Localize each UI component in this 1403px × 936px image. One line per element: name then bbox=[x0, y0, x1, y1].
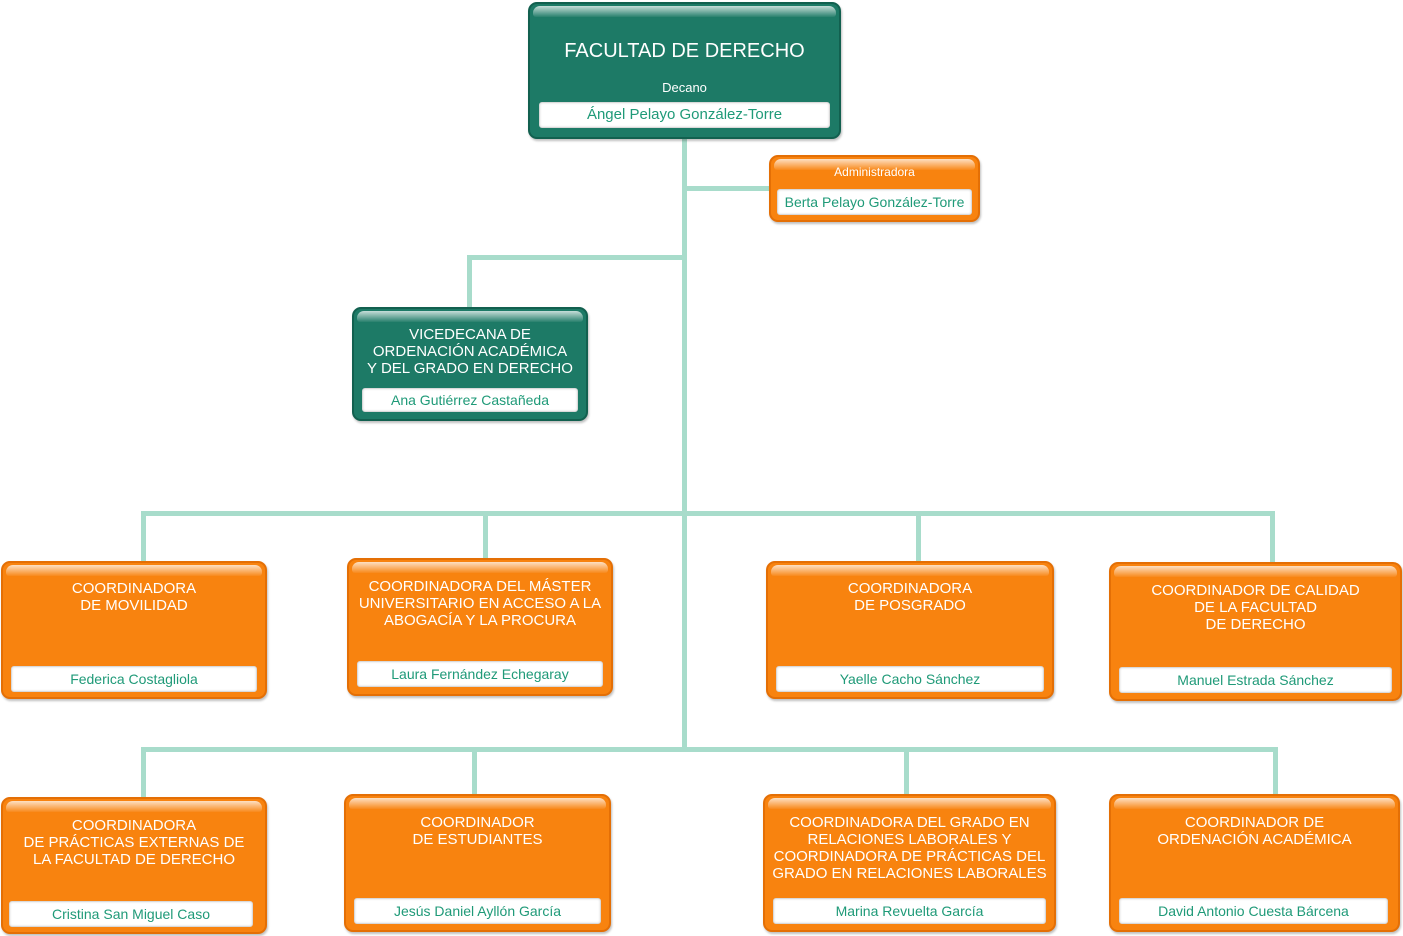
coordinator-name: Laura Fernández Echegaray bbox=[357, 661, 603, 687]
coordinator-title: COORDINADORA DEL MÁSTER UNIVERSITARIO EN… bbox=[358, 578, 602, 629]
dean-box: FACULTAD DE DERECHO Decano Ángel Pelayo … bbox=[528, 2, 841, 139]
administrator-role: Administradora bbox=[834, 165, 915, 179]
dean-name: Ángel Pelayo González-Torre bbox=[539, 102, 830, 128]
coordinator-box: COORDINADORA DEL GRADO EN RELACIONES LAB… bbox=[763, 794, 1056, 932]
coordinator-name: Yaelle Cacho Sánchez bbox=[776, 666, 1044, 692]
vicedean-name: Ana Gutiérrez Castañeda bbox=[362, 388, 578, 412]
coordinator-title: COORDINADORA DE PRÁCTICAS EXTERNAS DE LA… bbox=[23, 817, 245, 868]
connector-row1-drop-3 bbox=[916, 511, 921, 564]
coordinator-name: Federica Costagliola bbox=[11, 666, 257, 692]
coordinator-box: COORDINADOR DE CALIDAD DE LA FACULTAD DE… bbox=[1109, 562, 1402, 701]
dean-title: FACULTAD DE DERECHO bbox=[564, 40, 805, 62]
coordinator-box: COORDINADORA DE PRÁCTICAS EXTERNAS DE LA… bbox=[1, 797, 267, 934]
vicedean-title: VICEDECANA DE ORDENACIÓN ACADÉMICA Y DEL… bbox=[367, 326, 573, 377]
connector-row1-drop-2 bbox=[483, 511, 488, 561]
connector-row1-drop-4 bbox=[1270, 511, 1275, 565]
coordinator-title: COORDINADORA DEL GRADO EN RELACIONES LAB… bbox=[772, 814, 1047, 882]
vicedean-box: VICEDECANA DE ORDENACIÓN ACADÉMICA Y DEL… bbox=[352, 307, 588, 421]
connector-row1-drop-1 bbox=[141, 511, 146, 564]
coordinator-name: Marina Revuelta García bbox=[773, 898, 1046, 924]
connector-row2-drop-2 bbox=[472, 747, 477, 797]
coordinator-box: COORDINADOR DE ESTUDIANTES Jesús Daniel … bbox=[344, 794, 611, 932]
coordinator-box: COORDINADORA DEL MÁSTER UNIVERSITARIO EN… bbox=[347, 558, 613, 696]
coordinator-title: COORDINADORA DE POSGRADO bbox=[847, 580, 973, 614]
connector-row2-drop-3 bbox=[904, 747, 909, 797]
coordinator-title: COORDINADOR DE ESTUDIANTES bbox=[412, 814, 543, 848]
dean-role: Decano bbox=[662, 80, 707, 95]
coordinator-name: David Antonio Cuesta Bárcena bbox=[1119, 898, 1388, 924]
administrator-name: Berta Pelayo González-Torre bbox=[777, 189, 972, 215]
administrator-box: Administradora Berta Pelayo González-Tor… bbox=[769, 155, 980, 222]
connector-administrator bbox=[684, 186, 772, 191]
coordinator-name: Manuel Estrada Sánchez bbox=[1119, 667, 1392, 693]
connector-row2-drop-4 bbox=[1273, 747, 1278, 797]
connector-row2-drop-1 bbox=[141, 747, 146, 800]
connector-row1-h bbox=[141, 511, 1275, 516]
coordinator-box: COORDINADORA DE POSGRADO Yaelle Cacho Sá… bbox=[766, 561, 1054, 699]
connector-vicedean-v bbox=[467, 255, 472, 310]
coordinator-title: COORDINADOR DE ORDENACIÓN ACADÉMICA bbox=[1157, 814, 1352, 848]
coordinator-name: Jesús Daniel Ayllón García bbox=[354, 898, 601, 924]
connector-vicedean-h bbox=[467, 255, 685, 260]
coordinator-name: Cristina San Miguel Caso bbox=[9, 901, 253, 927]
connector-row2-h bbox=[141, 747, 1278, 752]
coordinator-title: COORDINADOR DE CALIDAD DE LA FACULTAD DE… bbox=[1151, 582, 1360, 633]
connector-trunk bbox=[682, 138, 687, 752]
coordinator-title: COORDINADORA DE MOVILIDAD bbox=[71, 580, 197, 614]
coordinator-box: COORDINADOR DE ORDENACIÓN ACADÉMICA Davi… bbox=[1109, 794, 1400, 932]
coordinator-box: COORDINADORA DE MOVILIDAD Federica Costa… bbox=[1, 561, 267, 699]
